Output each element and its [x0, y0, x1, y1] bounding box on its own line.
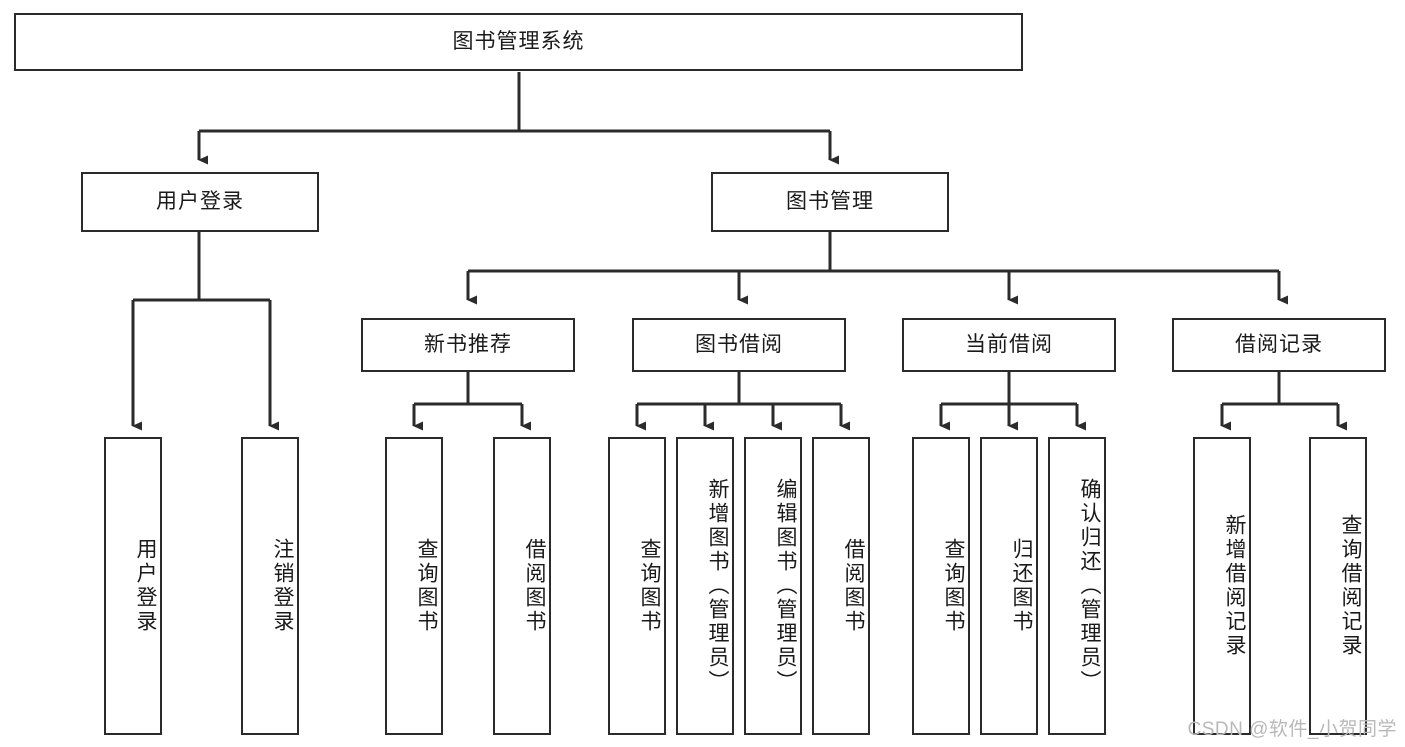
node-leaf-borrow-book-1[interactable]: 借阅图书 [493, 437, 551, 735]
node-leaf-edit-book[interactable]: 编辑图书（管理员） [744, 437, 802, 735]
watermark-text: CSDN @软件_小贺同学 [1187, 719, 1397, 740]
node-leaf-query-book-3-label: 查询图书 [942, 538, 965, 634]
node-book-borrow-label: 图书借阅 [695, 333, 783, 357]
node-user-login[interactable]: 用户登录 [81, 172, 319, 232]
node-leaf-return-book[interactable]: 归还图书 [980, 437, 1038, 735]
node-book-management[interactable]: 图书管理 [711, 172, 949, 232]
node-leaf-query-record-label: 查询借阅记录 [1339, 514, 1362, 658]
node-borrow-record-label: 借阅记录 [1235, 333, 1323, 357]
node-book-management-label: 图书管理 [786, 190, 874, 214]
node-leaf-user-login-label: 用户登录 [134, 538, 157, 634]
node-current-borrow-label: 当前借阅 [965, 333, 1053, 357]
node-borrow-record[interactable]: 借阅记录 [1172, 318, 1386, 372]
node-leaf-query-book-3[interactable]: 查询图书 [912, 437, 970, 735]
node-new-book-recommend[interactable]: 新书推荐 [361, 318, 575, 372]
node-leaf-query-book-1[interactable]: 查询图书 [385, 437, 443, 735]
node-leaf-return-book-label: 归还图书 [1010, 538, 1033, 634]
node-leaf-borrow-book-2[interactable]: 借阅图书 [812, 437, 870, 735]
node-user-login-label: 用户登录 [156, 190, 244, 214]
node-leaf-borrow-book-2-label: 借阅图书 [842, 538, 865, 634]
node-leaf-logout-label: 注销登录 [271, 538, 294, 634]
node-leaf-logout[interactable]: 注销登录 [241, 437, 299, 735]
node-leaf-user-login[interactable]: 用户登录 [104, 437, 162, 735]
node-leaf-add-record[interactable]: 新增借阅记录 [1193, 437, 1251, 735]
node-root-book-management-system[interactable]: 图书管理系统 [14, 13, 1023, 71]
node-leaf-add-book[interactable]: 新增图书（管理员） [676, 437, 734, 735]
node-leaf-query-book-1-label: 查询图书 [415, 538, 438, 634]
node-leaf-edit-book-label: 编辑图书（管理员） [774, 478, 797, 694]
node-current-borrow[interactable]: 当前借阅 [902, 318, 1116, 372]
node-leaf-borrow-book-1-label: 借阅图书 [523, 538, 546, 634]
node-new-book-recommend-label: 新书推荐 [424, 333, 512, 357]
node-leaf-confirm-return-label: 确认归还（管理员） [1078, 478, 1101, 694]
node-book-borrow[interactable]: 图书借阅 [632, 318, 846, 372]
node-leaf-query-book-2-label: 查询图书 [638, 538, 661, 634]
node-root-label: 图书管理系统 [452, 30, 585, 54]
node-leaf-query-book-2[interactable]: 查询图书 [608, 437, 666, 735]
node-leaf-confirm-return[interactable]: 确认归还（管理员） [1048, 437, 1106, 735]
node-leaf-add-record-label: 新增借阅记录 [1223, 514, 1246, 658]
node-leaf-query-record[interactable]: 查询借阅记录 [1309, 437, 1367, 735]
node-leaf-add-book-label: 新增图书（管理员） [706, 478, 729, 694]
